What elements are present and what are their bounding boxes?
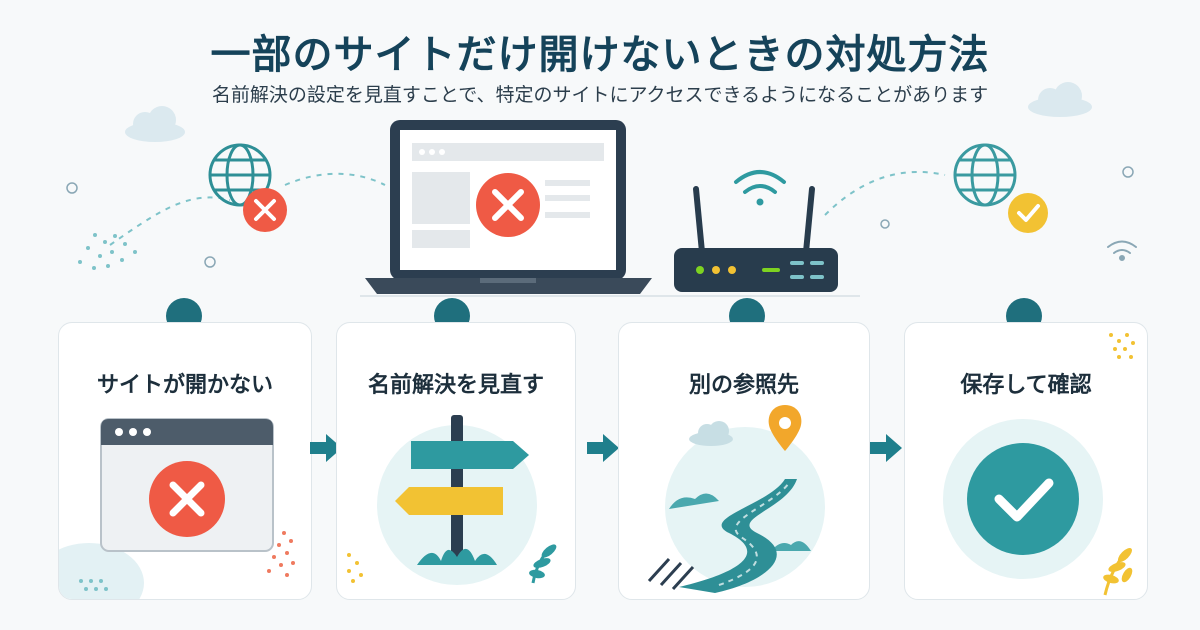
hero-illustration (66, 82, 1137, 297)
router-icon (674, 186, 838, 292)
wifi-icon (734, 170, 786, 206)
browser-error-icon (59, 418, 295, 599)
step-card-alternate-server: 別の参照先 (618, 322, 870, 600)
globe-icon (208, 143, 272, 207)
page-subtitle: 名前解決の設定を見直すことで、特定のサイトにアクセスできるようになることがありま… (211, 84, 989, 106)
check-circle-icon (943, 333, 1135, 596)
step-card-review-dns: 名前解決を見直す (336, 322, 576, 600)
leaf-icon (1103, 548, 1133, 596)
arrow-right-icon (870, 434, 902, 462)
step-card-site-wont-open: サイトが開かない (58, 322, 312, 600)
cloud-icon (125, 106, 185, 142)
arrow-right-icon (310, 434, 342, 462)
leaf-icon (529, 544, 557, 584)
cloud-icon (1028, 82, 1092, 117)
page-title: 一部のサイトだけ開けないときの対処方法 (210, 32, 990, 78)
step-title: 保存して確認 (960, 373, 1092, 398)
step-title: 名前解決を見直す (367, 373, 544, 398)
wifi-icon (1107, 240, 1137, 261)
laptop-icon (365, 120, 652, 294)
globe-icon (953, 143, 1017, 207)
winding-road-icon (647, 405, 825, 593)
arrow-right-icon (587, 434, 619, 462)
step-title: 別の参照先 (688, 373, 799, 398)
step-title: サイトが開かない (96, 373, 273, 398)
signpost-icon (347, 415, 557, 585)
error-badge-icon (243, 188, 287, 232)
success-badge-icon (1008, 193, 1048, 233)
location-pin-icon (768, 405, 802, 451)
step-card-save-and-verify: 保存して確認 (904, 322, 1148, 600)
